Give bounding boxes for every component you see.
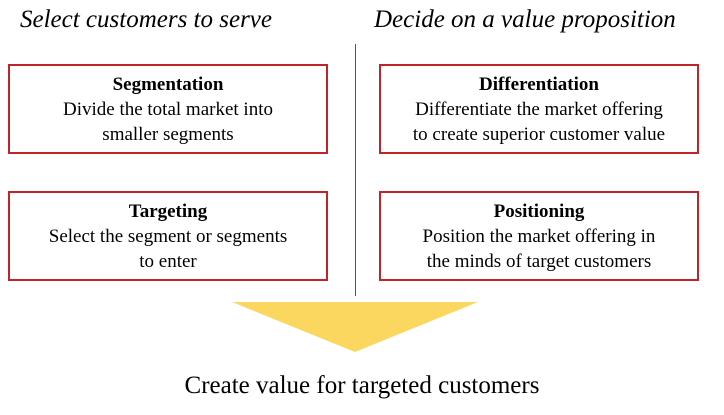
targeting-line-1: Select the segment or segments [48,225,288,247]
positioning-line-1: Position the market offering in [422,225,656,247]
positioning-line-2: the minds of target customers [426,250,652,272]
differentiation-line-1: Differentiate the market offering [415,98,663,120]
heading-select-customers: Select customers to serve [20,6,273,33]
downward-triangle-arrow-icon [232,302,478,352]
arrow-triangle [232,302,478,352]
targeting-line-2: to enter [139,250,197,272]
segmentation-line-2: smaller segments [102,123,234,145]
heading-value-proposition: Decide on a value proposition [374,6,676,33]
differentiation-box: Differentiation Differentiate the market… [379,64,699,154]
segmentation-title: Segmentation [112,73,224,95]
bottom-caption: Create value for targeted customers [184,372,540,399]
differentiation-line-2: to create superior customer value [412,123,666,145]
targeting-box: Targeting Select the segment or segments… [8,191,328,281]
positioning-box: Positioning Position the market offering… [379,191,699,281]
segmentation-line-1: Divide the total market into [62,98,273,120]
differentiation-title: Differentiation [479,73,599,95]
positioning-title: Positioning [493,200,585,222]
targeting-title: Targeting [128,200,208,222]
segmentation-box: Segmentation Divide the total market int… [8,64,328,154]
center-divider [355,44,356,296]
